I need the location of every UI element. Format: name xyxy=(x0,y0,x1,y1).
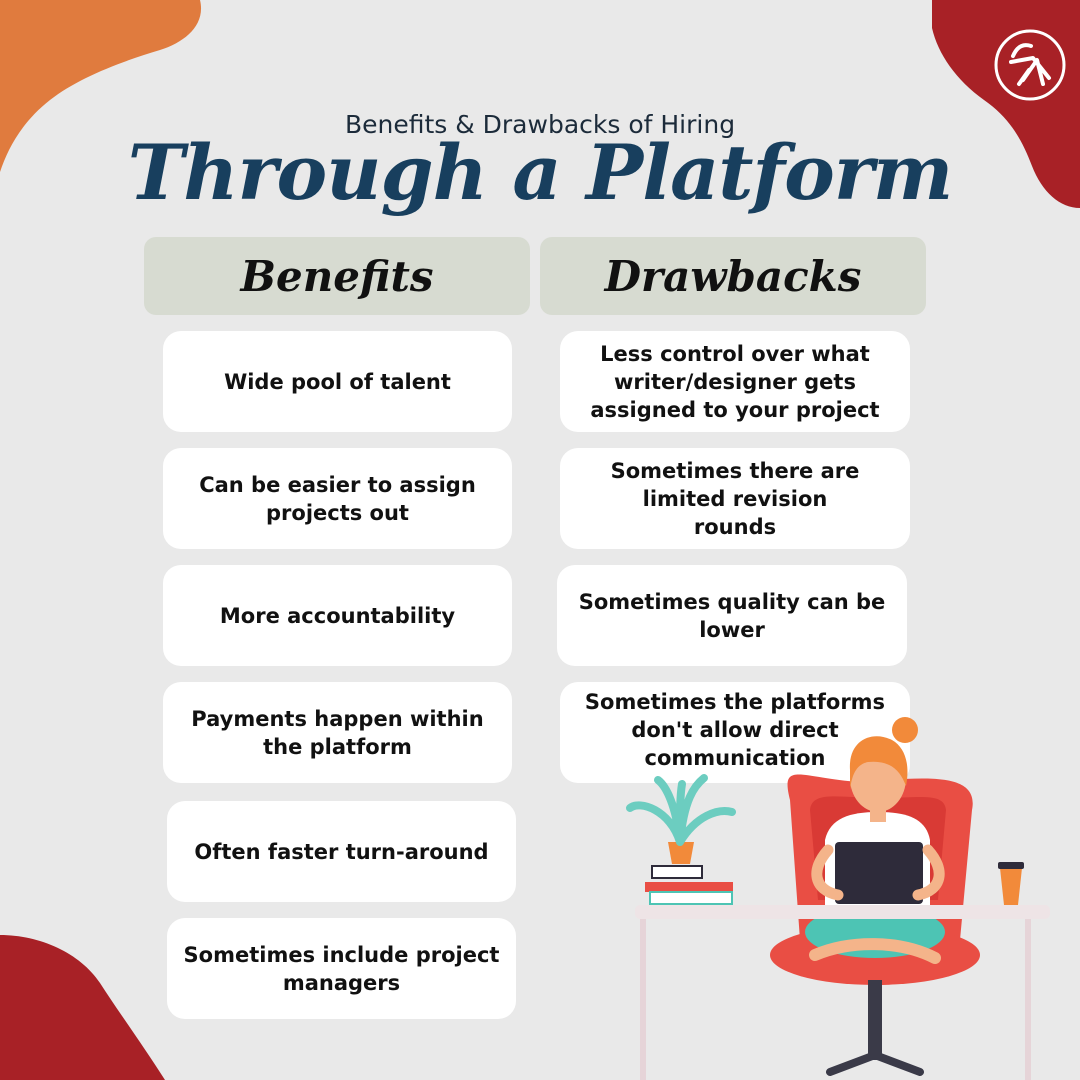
drawback-card: Sometimes quality can be lower xyxy=(557,565,907,666)
drawbacks-heading: Drawbacks xyxy=(540,237,926,315)
plant-icon xyxy=(668,842,694,864)
page-title: Through a Platform xyxy=(127,128,954,217)
benefit-card: Often faster turn-around xyxy=(167,801,516,902)
benefit-card: Wide pool of talent xyxy=(163,331,512,432)
benefit-card: Can be easier to assign projects out xyxy=(163,448,512,549)
red-corner-blob-bottom-left xyxy=(0,935,165,1080)
page-subtitle: Benefits & Drawbacks of Hiring xyxy=(344,110,736,139)
benefit-card: Sometimes include project managers xyxy=(167,918,516,1019)
logo-icon xyxy=(994,29,1066,101)
drawback-card: Sometimes the platforms don't allow dire… xyxy=(560,682,910,783)
coffee-cup-icon xyxy=(1000,868,1022,905)
orange-corner-blob xyxy=(0,0,202,172)
benefit-card: More accountability xyxy=(163,565,512,666)
woman-with-laptop-illustration xyxy=(626,717,1050,1080)
drawback-card: Sometimes there are limited revision rou… xyxy=(560,448,910,549)
benefit-card: Payments happen within the platform xyxy=(163,682,512,783)
benefits-heading: Benefits xyxy=(144,237,530,315)
drawback-card: Less control over what writer/designer g… xyxy=(560,331,910,432)
red-corner-blob-top-right xyxy=(932,0,1080,208)
